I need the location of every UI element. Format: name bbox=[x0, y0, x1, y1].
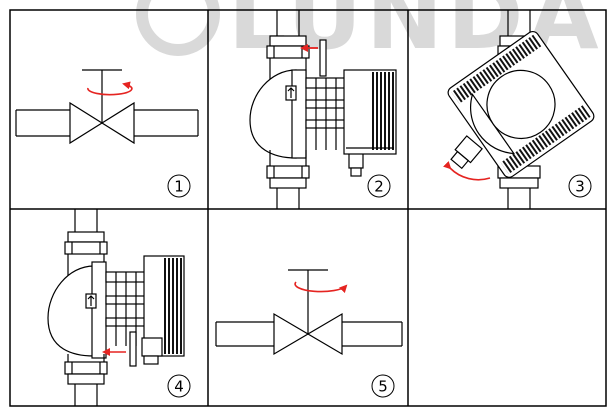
step-number-3: 3 bbox=[575, 178, 585, 196]
panel-step-1: 1 bbox=[15, 69, 199, 198]
step-number-1: 1 bbox=[174, 178, 184, 196]
panel-step-4: 4 bbox=[47, 209, 191, 406]
step-number-4: 4 bbox=[174, 378, 184, 396]
pump-union-nut-icon bbox=[47, 209, 185, 406]
pump-head-rotate-icon bbox=[442, 10, 595, 209]
pump-union-nut-icon bbox=[249, 10, 397, 209]
panel-step-3: 3 bbox=[442, 10, 595, 209]
valve-close-icon bbox=[15, 69, 199, 145]
panel-step-2: 2 bbox=[249, 10, 397, 209]
watermark-logo-ring bbox=[136, 0, 220, 56]
rotate-arrow-icon bbox=[294, 281, 348, 294]
rotate-arrow-icon bbox=[442, 160, 491, 181]
step-number-2: 2 bbox=[374, 178, 384, 196]
step-number-5: 5 bbox=[378, 378, 388, 396]
valve-open-icon bbox=[215, 269, 403, 356]
panel-grid bbox=[9, 9, 607, 407]
panel-step-5: 5 bbox=[215, 269, 403, 398]
panel-empty bbox=[409, 210, 605, 405]
rotate-arrow-icon bbox=[87, 81, 133, 96]
